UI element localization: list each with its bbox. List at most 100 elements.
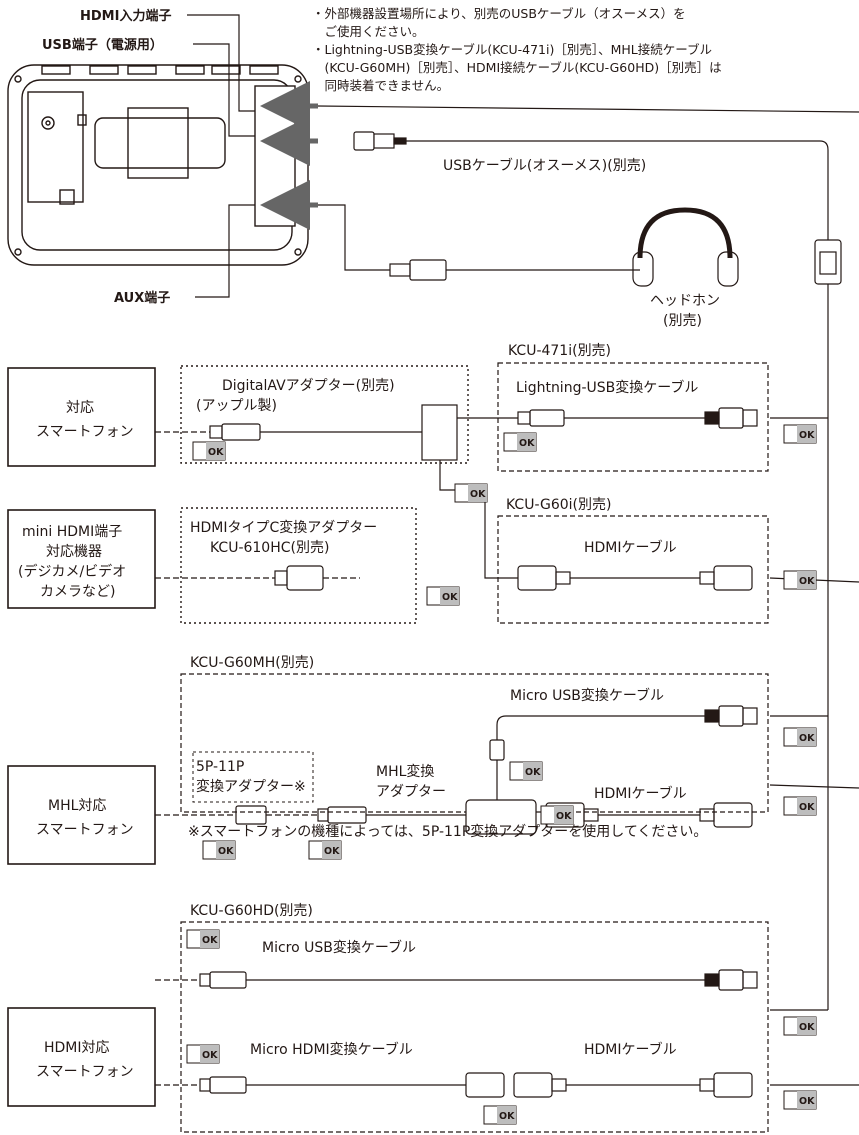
ok-badge: OK [783, 727, 817, 747]
ok-label: OK [218, 846, 234, 857]
ok-badge: OK [186, 1044, 220, 1064]
ok-label: OK [519, 438, 535, 449]
note-line-5: 同時装着できません。 [312, 78, 449, 93]
usb-cable [353, 131, 842, 285]
device-mini-hdmi-box [7, 509, 156, 609]
digital-av-label-1: DigitalAVアダプター(別売) [222, 378, 395, 394]
adapter-5p-box [192, 751, 314, 803]
hdmi-typec-label-1: HDMIタイプC変換アダプター [190, 519, 377, 536]
head-unit [7, 64, 309, 266]
ok-label: OK [799, 802, 815, 813]
device-smartphone-1: 対応 [66, 400, 94, 416]
device-hdmi-phone-1: HDMI対応 [44, 1040, 110, 1056]
kcug60mh-mhl-1: MHL変換 [376, 763, 434, 780]
kcug60hd-micro-usb: Micro USB変換ケーブル [262, 939, 416, 956]
usb-cable-label: USBケーブル(オスーメス)(別売) [443, 157, 646, 174]
kcug60hd-micro-hdmi: Micro HDMI変換ケーブル [250, 1041, 413, 1058]
ok-badge: OK [783, 424, 817, 444]
ok-badge: OK [186, 929, 220, 949]
ok-badge: OK [192, 441, 226, 461]
device-smartphone-box [7, 367, 156, 467]
ok-badges: OK OK OK OK OK OK OK OK OK OK OK OK OK OK OK OK OK [186, 424, 817, 1125]
hdmi-typec-adapter [155, 565, 360, 591]
mhl-cables [155, 705, 758, 835]
usb-power-label: USB端子（電源用） [42, 37, 163, 53]
ok-badge: OK [540, 805, 574, 825]
ok-badge: OK [783, 1016, 817, 1036]
ok-badge: OK [454, 483, 488, 503]
ok-label: OK [799, 576, 815, 587]
note-line-4: (KCU-G60MH)［別売］、HDMI接続ケーブル(KCU-G60HD)［別売… [312, 60, 722, 75]
aux-label: AUX端子 [114, 290, 170, 306]
kcug60mh-title: KCU-G60MH(別売) [190, 655, 314, 671]
ok-label: OK [202, 935, 218, 946]
ok-badge: OK [783, 796, 817, 816]
ok-badge: OK [503, 432, 537, 452]
ok-label: OK [324, 846, 340, 857]
hdmi-in-label: HDMI入力端子 [80, 8, 171, 24]
kcug60i-title: KCU-G60i(別売) [506, 497, 611, 513]
note-line-1: ・外部機器設置場所により、別売のUSBケーブル（オスーメス）を [312, 6, 686, 21]
hdmi-phone-cables [155, 969, 758, 1098]
hdmi-typec-label-2: KCU-610HC(別売) [210, 540, 329, 556]
ok-label: OK [202, 1050, 218, 1061]
ok-label: OK [799, 430, 815, 441]
note-line-3: ・Lightning-USB変換ケーブル(KCU-471i)［別売］、MHL接続… [312, 42, 712, 57]
kcug60i-box [497, 515, 769, 624]
device-hdmi-phone-2: スマートフォン [36, 1064, 134, 1080]
ok-label: OK [442, 592, 458, 603]
ok-label: OK [799, 1022, 815, 1033]
ok-label: OK [499, 1111, 515, 1122]
ok-label: OK [556, 811, 572, 822]
kcu471-cable: Lightning-USB変換ケーブル [516, 379, 698, 396]
ok-badge: OK [483, 1105, 517, 1125]
hdmi-input-line [317, 105, 859, 113]
ok-label: OK [799, 733, 815, 744]
ok-label: OK [470, 489, 486, 500]
lightning-cable [517, 407, 758, 429]
device-mini-hdmi-3: (デジカメ/ビデオ [18, 563, 126, 580]
ok-badge: OK [308, 840, 342, 860]
digital-av-box [180, 365, 469, 464]
device-mhl-box [7, 765, 156, 865]
kcug60mh-hdmi: HDMIケーブル [594, 785, 687, 802]
notes: ・外部機器設置場所により、別売のUSBケーブル（オスーメス）を ご使用ください。… [312, 6, 722, 93]
headphone-label-2: (別売) [663, 313, 702, 329]
hdmi-cable-g60i [517, 565, 753, 591]
ok-label: OK [525, 767, 541, 778]
ok-badge: OK [202, 840, 236, 860]
ok-badge: OK [783, 1090, 817, 1110]
kcug60mh-mhl-2: アダプター [376, 784, 446, 800]
device-mini-hdmi-2: 対応機器 [46, 544, 102, 560]
port-arrows [260, 81, 318, 230]
device-mini-hdmi-4: カメラなど) [40, 584, 115, 600]
footnote: ※スマートフォンの機種によっては、5P-11P変換アダプターを使用してください。 [188, 823, 707, 840]
kcu471-box [497, 362, 769, 472]
kcug60hd-box [180, 921, 769, 1133]
aux-cable [318, 204, 739, 287]
device-mini-hdmi-1: mini HDMI端子 [22, 524, 122, 540]
ok-badge: OK [783, 570, 817, 590]
ok-label: OK [208, 447, 224, 458]
device-mhl-2: スマートフォン [36, 822, 134, 838]
right-trunk [769, 284, 859, 1086]
kcug60hd-hdmi: HDMIケーブル [584, 1041, 677, 1058]
device-hdmi-phone-box [7, 1007, 156, 1107]
kcu471-title: KCU-471i(別売) [508, 343, 611, 359]
device-smartphone-2: スマートフォン [36, 424, 134, 440]
adapter-5p-2: 変換アダプター※ [196, 778, 306, 795]
headphone-label-1: ヘッドホン [650, 293, 720, 309]
digital-av-label-2: (アップル製) [196, 398, 277, 414]
ok-label: OK [799, 1096, 815, 1107]
ok-badge: OK [426, 586, 460, 606]
kcug60mh-micro-usb: Micro USB変換ケーブル [510, 687, 664, 704]
digital-av-cable [155, 404, 518, 579]
note-line-2: ご使用ください。 [312, 24, 425, 39]
kcug60i-cable: HDMIケーブル [584, 539, 677, 556]
device-mhl-1: MHL対応 [48, 798, 106, 814]
port-leader-lines [187, 14, 255, 298]
ok-badge: OK [509, 761, 543, 781]
adapter-5p-1: 5P-11P [196, 759, 244, 775]
kcug60hd-title: KCU-G60HD(別売) [190, 903, 313, 919]
